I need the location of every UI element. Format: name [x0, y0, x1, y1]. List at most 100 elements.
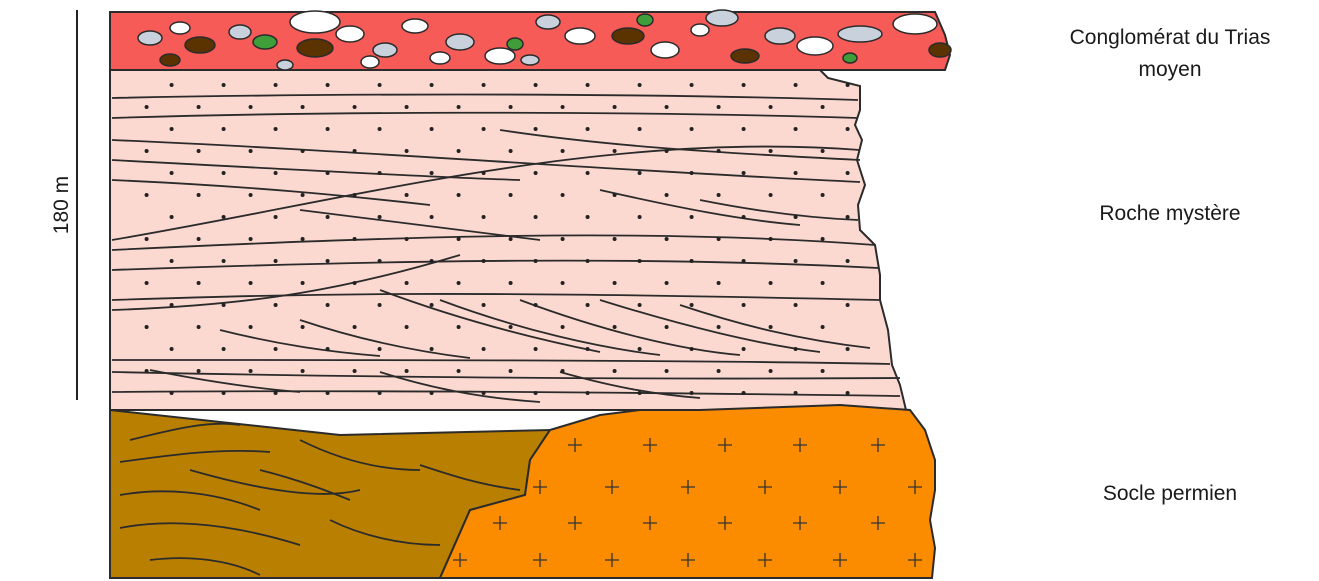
sand-grain — [561, 369, 565, 373]
sand-grain — [405, 149, 409, 153]
sand-grain — [717, 369, 721, 373]
sand-grain — [197, 237, 201, 241]
sand-grain — [717, 105, 721, 109]
sand-grain — [534, 347, 538, 351]
sand-grain — [197, 325, 201, 329]
sand-grain — [274, 171, 278, 175]
sand-grain — [665, 369, 669, 373]
sand-grain — [222, 171, 226, 175]
sand-grain — [405, 325, 409, 329]
sand-grain — [509, 237, 513, 241]
sand-grain — [274, 127, 278, 131]
sand-grain — [145, 325, 149, 329]
sand-grain — [405, 281, 409, 285]
sand-grain — [846, 83, 850, 87]
sand-grain — [457, 193, 461, 197]
sand-grain — [353, 193, 357, 197]
sand-grain — [717, 193, 721, 197]
sand-grain — [482, 391, 486, 395]
sand-grain — [405, 193, 409, 197]
sand-grain — [586, 347, 590, 351]
sand-grain — [509, 193, 513, 197]
sand-grain — [690, 83, 694, 87]
sand-grain — [534, 83, 538, 87]
sand-grain — [769, 149, 773, 153]
sand-grain — [249, 105, 253, 109]
sand-grain — [482, 215, 486, 219]
sand-grain — [222, 303, 226, 307]
sand-grain — [742, 171, 746, 175]
sand-grain — [353, 237, 357, 241]
sand-grain — [249, 193, 253, 197]
sand-grain — [405, 105, 409, 109]
sand-grain — [742, 259, 746, 263]
sand-grain — [378, 215, 382, 219]
sand-grain — [222, 215, 226, 219]
sand-grain — [353, 369, 357, 373]
sand-grain — [326, 259, 330, 263]
sand-grain — [222, 127, 226, 131]
sand-grain — [586, 83, 590, 87]
sand-grain — [794, 127, 798, 131]
conglomerate-label-line2: moyen — [1030, 54, 1310, 86]
sand-grain — [794, 83, 798, 87]
sand-grain — [145, 193, 149, 197]
sand-grain — [534, 391, 538, 395]
sand-grain — [430, 83, 434, 87]
sand-grain — [326, 171, 330, 175]
sand-grain — [378, 303, 382, 307]
sand-grain — [638, 127, 642, 131]
sand-grain — [430, 215, 434, 219]
sand-grain — [717, 325, 721, 329]
sand-grain — [742, 215, 746, 219]
sand-grain — [690, 347, 694, 351]
sand-grain — [690, 171, 694, 175]
sand-grain — [742, 83, 746, 87]
sand-grain — [846, 347, 850, 351]
sand-grain — [509, 149, 513, 153]
sand-grain — [613, 281, 617, 285]
sand-grain — [534, 171, 538, 175]
sand-grain — [274, 347, 278, 351]
sand-grain — [353, 325, 357, 329]
sand-grain — [301, 369, 305, 373]
sand-grain — [821, 105, 825, 109]
sand-grain — [457, 281, 461, 285]
sand-grain — [197, 369, 201, 373]
sand-grain — [145, 237, 149, 241]
sand-grain — [690, 215, 694, 219]
sand-grain — [846, 303, 850, 307]
sand-grain — [821, 193, 825, 197]
sand-grain — [353, 281, 357, 285]
roche-label: Roche mystère — [1030, 198, 1310, 230]
sand-grain — [301, 237, 305, 241]
sand-grain — [457, 369, 461, 373]
sand-grain — [378, 83, 382, 87]
sand-grain — [586, 127, 590, 131]
sand-grain — [794, 391, 798, 395]
sand-grain — [326, 83, 330, 87]
sand-grain — [274, 83, 278, 87]
sand-grain — [717, 281, 721, 285]
sand-grain — [482, 347, 486, 351]
sand-grain — [170, 259, 174, 263]
sand-grain — [742, 347, 746, 351]
sand-grain — [457, 149, 461, 153]
sand-grain — [353, 105, 357, 109]
sand-grain — [690, 391, 694, 395]
sand-grain — [222, 391, 226, 395]
sand-grain — [613, 237, 617, 241]
sand-grain — [821, 369, 825, 373]
sand-grain — [665, 149, 669, 153]
sand-grain — [222, 347, 226, 351]
sand-grain — [430, 259, 434, 263]
sand-grain — [561, 149, 565, 153]
sand-grain — [586, 391, 590, 395]
sand-grain — [561, 237, 565, 241]
sand-grain — [561, 193, 565, 197]
sand-grain — [301, 149, 305, 153]
sand-grain — [509, 281, 513, 285]
conglomerate-label: Conglomérat du Trias moyen — [1030, 22, 1310, 86]
sand-grain — [170, 303, 174, 307]
sand-grain — [326, 215, 330, 219]
